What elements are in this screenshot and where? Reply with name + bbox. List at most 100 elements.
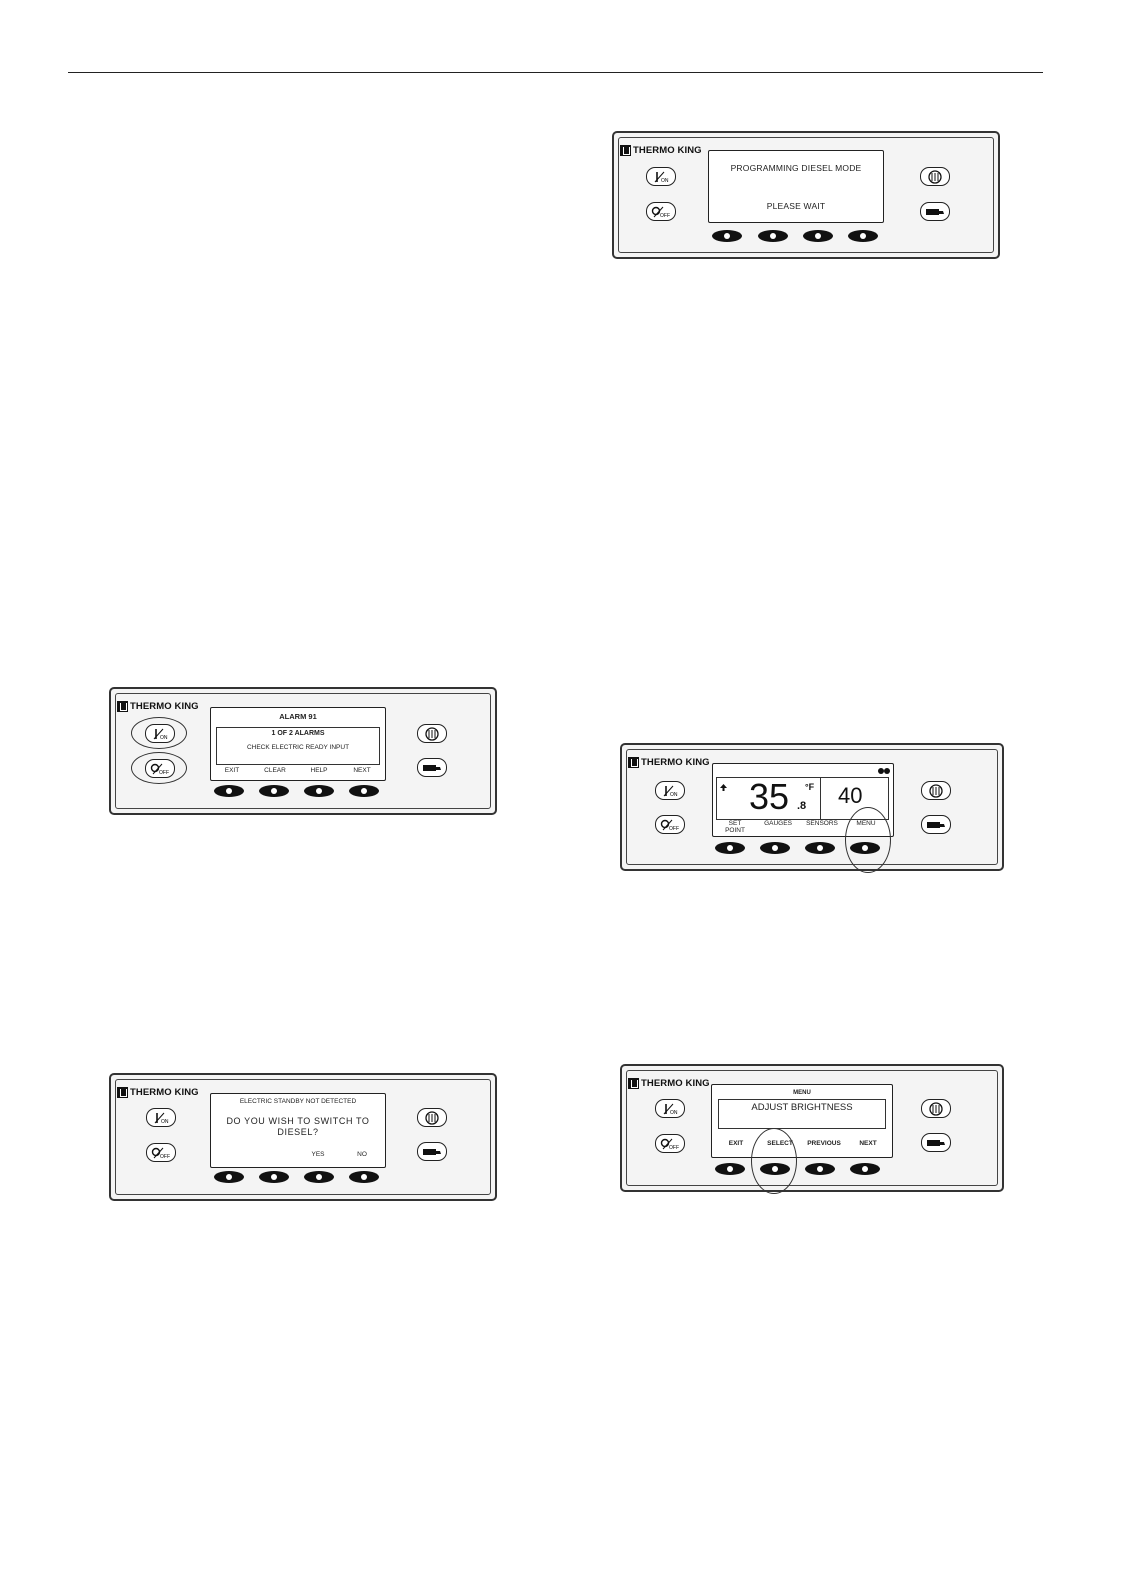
off-icon: OFF [651,206,670,219]
defrost-icon [929,1101,943,1116]
thermo-king-logo-icon [628,1078,639,1089]
on-button[interactable]: ON [646,167,676,186]
menu-item-box[interactable] [718,1099,886,1129]
soft-key-label-help: HELP [310,767,328,774]
soft-key-1[interactable] [214,1171,244,1183]
soft-key-4[interactable] [349,785,379,797]
off-button[interactable]: OFF [646,202,676,221]
display-screen: ALARM 91 1 OF 2 ALARMS CHECK ELECTRIC RE… [210,707,386,781]
svg-text:ON: ON [661,178,669,184]
off-icon: OFF [151,1147,170,1160]
soft-key-1[interactable] [715,842,745,854]
soft-key-3[interactable] [304,1171,334,1183]
hmi-panel-standard-display: THERMO KING ON OFF [620,743,1004,873]
soft-key-1[interactable] [712,230,742,242]
display-screen: ELECTRIC STANDBY NOT DETECTED DO YOU WIS… [210,1093,386,1168]
on-button[interactable]: ON [146,1108,176,1127]
svg-text:OFF: OFF [160,1154,170,1160]
thermo-king-logo: THERMO KING [628,1078,710,1089]
cycle-sentry-button[interactable] [921,815,951,834]
logo-text: THERMO KING [130,701,199,712]
defrost-button[interactable] [417,724,447,743]
logo-text: THERMO KING [633,145,702,156]
soft-key-3[interactable] [304,785,334,797]
svg-text:OFF: OFF [669,826,679,832]
defrost-icon [928,169,942,184]
soft-key-4[interactable] [850,1163,880,1175]
box-temperature: 35 [749,776,790,817]
on-icon: ON [663,785,678,798]
screen-line-2: PLEASE WAIT [766,201,826,211]
soft-key-label-no: NO [357,1151,367,1158]
defrost-button[interactable] [921,781,951,800]
defrost-button[interactable] [417,1108,447,1127]
cycle-sentry-button[interactable] [417,1142,447,1161]
truck-icon [927,821,945,828]
on-icon: ON [663,1103,678,1116]
display-screen: MENU ADJUST BRIGHTNESS EXIT SELECT PREVI… [711,1084,893,1158]
menu-key-highlight-ring [845,807,891,873]
soft-key-label-next: NEXT [859,1140,877,1147]
svg-text:OFF: OFF [669,1145,679,1151]
logo-text: THERMO KING [641,1078,710,1089]
soft-key-label-exit: EXIT [728,1140,744,1147]
alarm-detail-box [216,727,380,765]
menu-item-adjust-brightness[interactable]: ADJUST BRIGHTNESS [751,1102,853,1113]
soft-key-2[interactable] [259,1171,289,1183]
cool-arrow-icon [720,784,727,791]
soft-key-1[interactable] [214,785,244,797]
soft-key-2[interactable] [259,785,289,797]
thermo-king-logo-icon [117,1087,128,1098]
defrost-button[interactable] [920,167,950,186]
soft-key-label-setpoint: SET POINT [725,820,745,834]
soft-key-2[interactable] [758,230,788,242]
truck-icon [927,1139,945,1146]
soft-key-4[interactable] [349,1171,379,1183]
truck-icon [926,208,944,215]
thermo-king-logo: THERMO KING [117,1087,199,1098]
header-rule [68,72,1043,73]
thermo-king-logo-icon [628,757,639,768]
on-icon: ON [154,1112,169,1125]
hmi-panel-menu: THERMO KING ON OFF MENU ADJUST BRIG [620,1064,1004,1194]
off-button[interactable]: OFF [146,1143,176,1162]
soft-key-label-previous: PREVIOUS [807,1140,841,1147]
display-screen: PROGRAMMING DIESEL MODE PLEASE WAIT [708,150,884,223]
temperature-unit: °F [805,782,815,792]
cycle-sentry-button[interactable] [417,758,447,777]
soft-key-4[interactable] [848,230,878,242]
on-icon: ON [654,171,669,184]
standby-header: ELECTRIC STANDBY NOT DETECTED [239,1098,357,1105]
off-button-highlight-ring [131,752,187,784]
svg-text:ON: ON [670,1110,678,1116]
soft-key-label-clear: CLEAR [264,767,286,774]
off-button[interactable]: OFF [655,1134,685,1153]
defrost-icon [425,726,439,741]
off-icon: OFF [660,1138,679,1151]
soft-key-1[interactable] [715,1163,745,1175]
thermo-king-logo-icon [117,701,128,712]
box-temperature-decimal: .8 [797,800,807,812]
svg-text:ON: ON [670,792,678,798]
thermo-king-logo: THERMO KING [628,757,710,768]
setpoint-value: 40 [838,783,863,808]
alarm-message: CHECK ELECTRIC READY INPUT [246,744,350,751]
soft-key-3[interactable] [805,842,835,854]
hmi-panel-switch-diesel: THERMO KING ON OFF ELECTRIC STANDBY NOT … [109,1073,497,1201]
thermo-king-logo-icon [620,145,631,156]
question-line-2: DIESEL? [277,1127,319,1137]
truck-icon [423,1148,441,1155]
status-indicator-icon [878,768,890,774]
cycle-sentry-button[interactable] [920,202,950,221]
soft-key-3[interactable] [805,1163,835,1175]
on-button[interactable]: ON [655,1099,685,1118]
off-button[interactable]: OFF [655,815,685,834]
on-button[interactable]: ON [655,781,685,800]
soft-key-2[interactable] [760,842,790,854]
cycle-sentry-button[interactable] [921,1133,951,1152]
svg-text:OFF: OFF [660,213,670,219]
soft-key-label-gauges: GAUGES [764,820,792,827]
question-line-1: DO YOU WISH TO SWITCH TO [226,1116,370,1126]
soft-key-3[interactable] [803,230,833,242]
defrost-button[interactable] [921,1099,951,1118]
